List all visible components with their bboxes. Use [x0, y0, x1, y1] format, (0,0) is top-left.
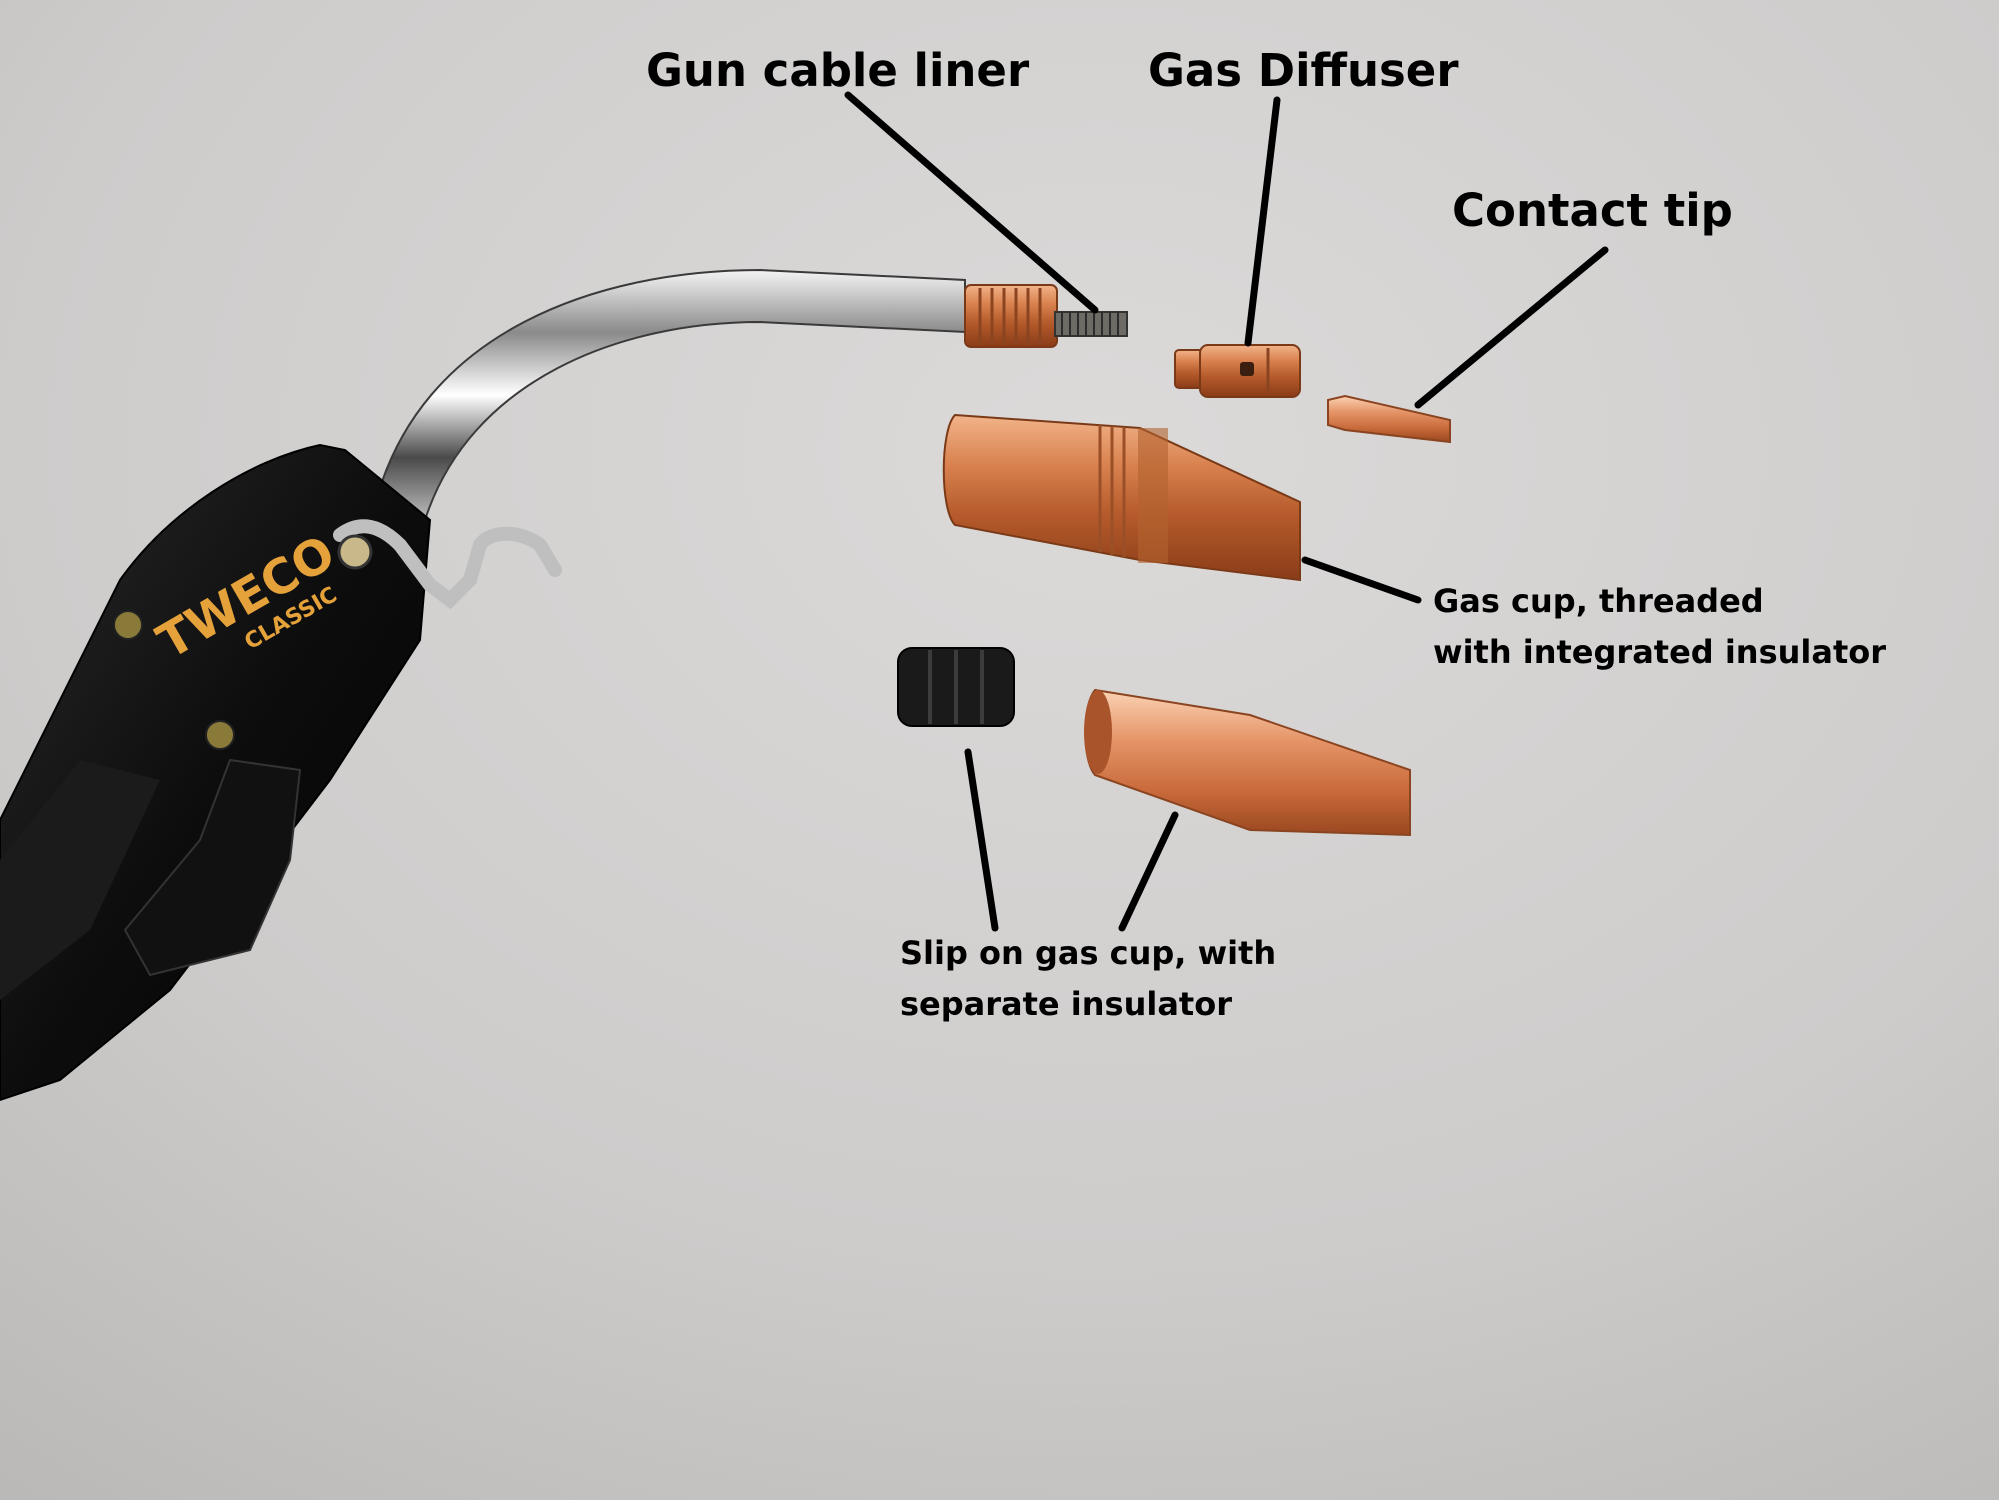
label-slip-on-gas-cup: Slip on gas cup, with separate insulator	[900, 937, 1276, 1020]
label-gas-cup-threaded-line-1: Gas cup, threaded	[1433, 582, 1764, 620]
separate-insulator	[897, 647, 1015, 727]
gun-neck	[373, 268, 966, 522]
gun-cable-liner	[1054, 311, 1128, 337]
gas-cup-slip-on	[1084, 688, 1411, 837]
leader-contact-tip	[1414, 246, 1609, 409]
gun-handle: TWECO CLASSIC	[0, 443, 562, 1102]
label-slip-on-gas-cup-line-2: separate insulator	[900, 985, 1232, 1023]
gas-cup-threaded	[942, 413, 1301, 582]
leader-gas-diffuser	[1244, 96, 1281, 347]
label-contact-tip: Contact tip	[1452, 184, 1733, 237]
label-slip-on-gas-cup-line-1: Slip on gas cup, with	[900, 934, 1277, 972]
label-gas-cup-threaded: Gas cup, threaded with integrated insula…	[1433, 585, 1886, 668]
neck-threaded-end	[964, 284, 1058, 348]
label-gun-cable-liner: Gun cable liner	[646, 44, 1030, 97]
label-gas-cup-threaded-line-2: with integrated insulator	[1433, 633, 1887, 671]
label-gas-diffuser: Gas Diffuser	[1148, 44, 1459, 97]
leader-gas-cup-threaded	[1301, 556, 1422, 604]
leader-insulator	[964, 748, 999, 932]
leader-lines	[844, 91, 1609, 932]
leader-gun-cable-liner	[844, 91, 1099, 314]
gas-diffuser	[1174, 344, 1301, 398]
contact-tip	[1327, 394, 1451, 444]
leader-slip-on-gas-cup	[1118, 811, 1179, 932]
